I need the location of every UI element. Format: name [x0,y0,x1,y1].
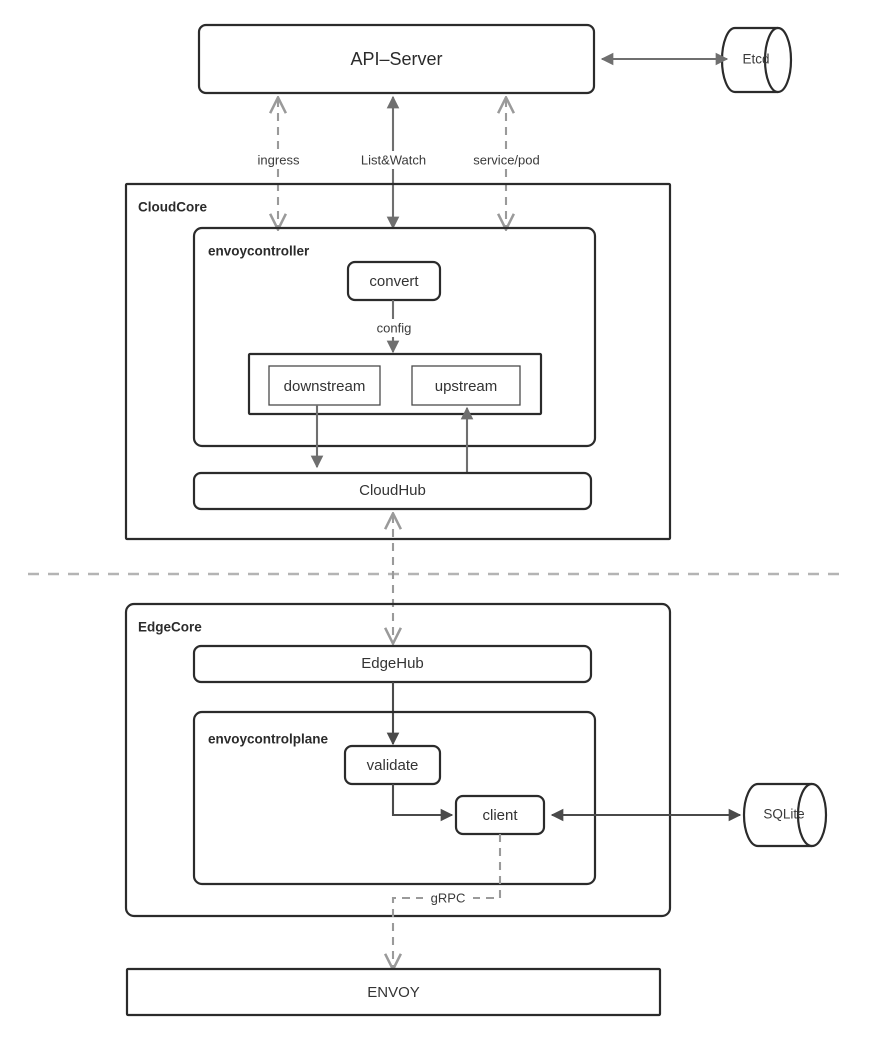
validate-label: validate [367,757,419,774]
edge-ingress-label-bg [249,151,308,169]
api-server-label: API–Server [350,49,442,69]
downstream-box[interactable] [268,365,381,406]
edge-list-watch-label-bg [353,151,434,169]
envoycontroller-box[interactable] [192,226,597,448]
envoy-box[interactable] [125,967,662,1017]
node-client[interactable]: client [454,794,546,836]
cloudcore-label: CloudCore [138,200,207,215]
edgecore-label: EdgeCore [138,620,202,635]
stream-container-box [247,352,543,416]
envoycontroller-label: envoycontroller [208,244,310,259]
group-edgecore[interactable]: EdgeCore [124,602,672,918]
envoycontrolplane-label: envoycontrolplane [208,732,329,747]
group-envoycontroller[interactable]: envoycontroller [192,226,597,448]
node-upstream[interactable]: upstream [411,365,521,406]
envoy-label: ENVOY [367,984,420,1001]
envoycontrolplane-box[interactable] [192,710,597,886]
node-validate[interactable]: validate [343,744,442,786]
node-api-server[interactable]: API–Server [197,23,596,95]
node-cloudhub[interactable]: CloudHub [192,471,593,511]
edge-ingress-label: ingress [258,152,300,167]
edge-config-label: config [377,320,412,335]
etcd-cylinder-cap [763,26,779,94]
node-downstream[interactable]: downstream [268,365,381,406]
etcd-label: Etcd [742,52,769,67]
edge-grpc-label-bg [423,889,473,907]
edge-list-watch-label: List&Watch [361,152,426,167]
edgecore-box[interactable] [124,602,672,918]
upstream-label: upstream [435,378,498,395]
group-envoycontrolplane[interactable]: envoycontrolplane [192,710,597,886]
group-stream-container [247,352,543,416]
upstream-box[interactable] [411,365,521,406]
edge-grpc-label: gRPC [431,890,466,905]
cloudhub-box[interactable] [192,471,593,511]
edge-config-label-bg [368,319,420,337]
edgehub-label: EdgeHub [361,655,424,672]
node-edgehub[interactable]: EdgeHub [192,644,593,684]
node-envoy[interactable]: ENVOY [125,967,662,1017]
node-convert[interactable]: convert [346,260,442,302]
node-etcd[interactable]: Etcd [720,26,793,94]
edge-service-pod-label-bg [468,151,545,169]
downstream-label: downstream [284,378,366,395]
edge-service-pod-label: service/pod [473,152,539,167]
cloudhub-label: CloudHub [359,482,426,499]
sqlite-cylinder-cap [796,782,813,848]
node-sqlite[interactable]: SQLite [742,782,828,848]
convert-label: convert [369,273,419,290]
edge-validate-client [391,784,454,822]
client-label: client [482,807,518,824]
sqlite-label: SQLite [763,807,804,822]
api-server-box[interactable] [197,23,596,95]
